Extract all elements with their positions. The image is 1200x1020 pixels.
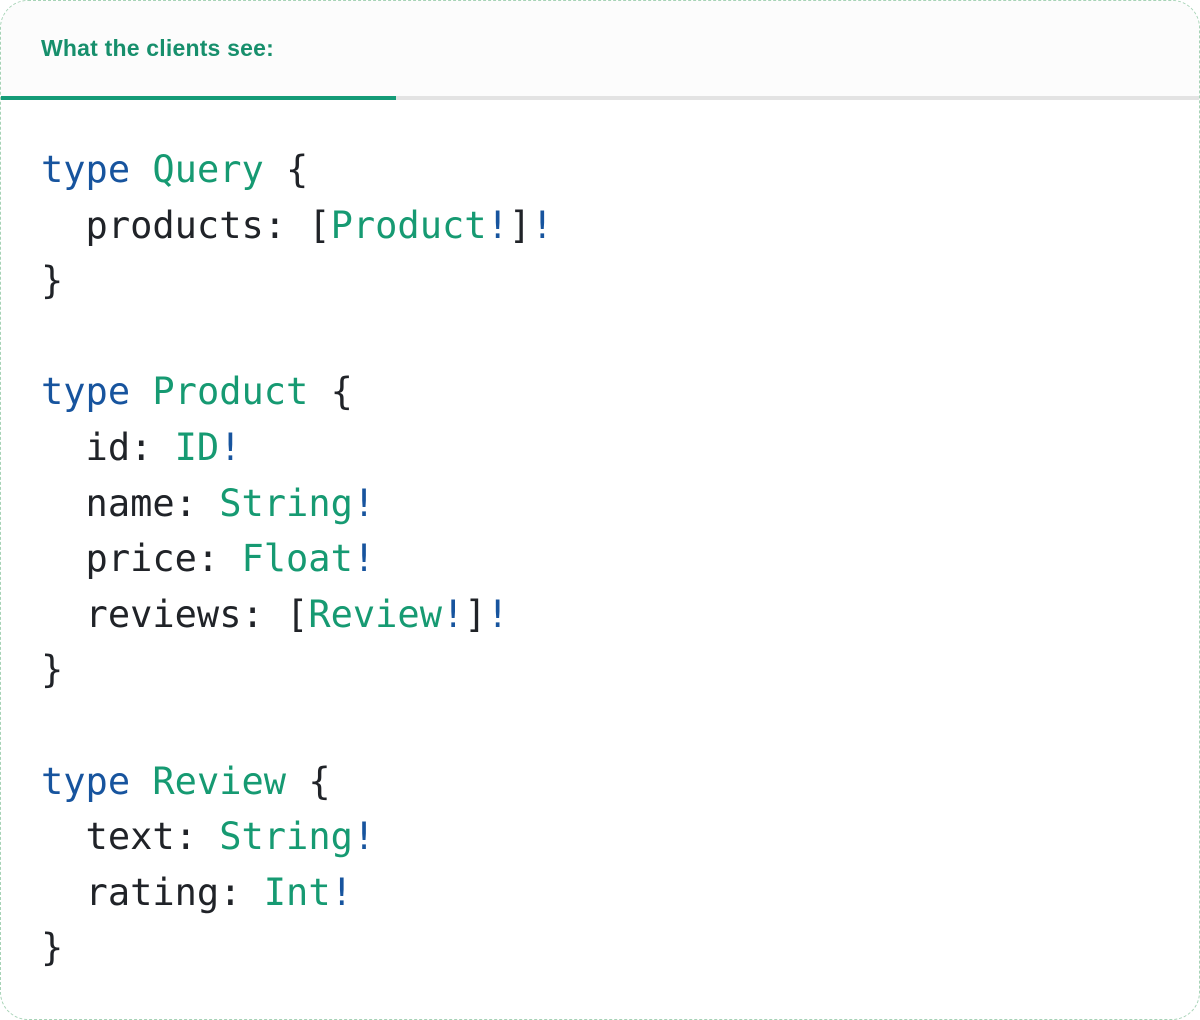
code-line: products: [Product!]!: [41, 198, 1159, 254]
code-token-type: String: [219, 815, 353, 859]
code-token-type: Query: [152, 148, 264, 191]
code-token-bang: !: [330, 870, 353, 914]
tab-underline-active: [1, 96, 396, 100]
code-token-plain: id:: [41, 425, 175, 469]
code-token-keyword: type: [41, 370, 131, 414]
code-token-plain: ]: [508, 203, 532, 247]
code-line-blank: [41, 698, 1159, 754]
code-token-plain: name:: [41, 481, 220, 525]
code-token-bang: !: [219, 425, 242, 469]
code-line: text: String!: [41, 809, 1159, 865]
code-token-bang: !: [486, 592, 509, 636]
code-token-type: String: [219, 481, 353, 525]
code-line: type Query {: [41, 142, 1159, 198]
tab-label: What the clients see:: [41, 35, 274, 61]
code-token-plain: }: [41, 926, 64, 970]
code-token-type: Review: [308, 592, 442, 636]
code-token-plain: [130, 148, 152, 191]
code-line: price: Float!: [41, 531, 1159, 587]
code-line: }: [41, 642, 1159, 698]
code-line: id: ID!: [41, 420, 1159, 476]
code-line: }: [41, 920, 1159, 976]
code-token-plain: [130, 370, 152, 413]
code-line: name: String!: [41, 476, 1159, 532]
code-token-bang: !: [531, 203, 554, 247]
code-token-bang: !: [352, 537, 376, 581]
tab-underline: [1, 96, 1199, 100]
code-token-bang: !: [352, 481, 376, 525]
code-token-keyword: type: [41, 759, 131, 803]
code-token-plain: price:: [41, 537, 242, 581]
code-token-plain: reviews: [: [41, 592, 309, 636]
code-line: type Product {: [41, 364, 1159, 420]
code-token-plain: {: [263, 148, 309, 191]
code-token-bang: !: [352, 815, 376, 859]
code-token-type: Product: [152, 370, 309, 414]
code-token-keyword: type: [41, 148, 131, 191]
code-token-bang: !: [441, 592, 465, 636]
code-token-plain: {: [286, 759, 331, 803]
code-line: type Review {: [41, 754, 1159, 810]
code-block: type Query { products: [Product!]!}type …: [1, 100, 1199, 976]
code-token-type: Int: [263, 870, 331, 914]
code-token-plain: ]: [464, 592, 487, 636]
code-token-plain: rating:: [41, 870, 264, 914]
code-token-type: Float: [241, 537, 353, 581]
code-token-plain: [130, 760, 152, 803]
code-token-type: Review: [152, 759, 287, 803]
code-token-type: ID: [174, 425, 220, 469]
code-token-bang: !: [486, 203, 509, 247]
code-line: reviews: [Review!]!: [41, 587, 1159, 643]
code-line-blank: [41, 309, 1159, 365]
code-line: rating: Int!: [41, 865, 1159, 921]
code-token-plain: products: [: [41, 203, 331, 247]
code-token-plain: {: [308, 370, 353, 414]
code-token-type: Product: [330, 203, 487, 247]
code-line: }: [41, 253, 1159, 309]
code-token-plain: }: [41, 259, 64, 303]
code-token-plain: }: [41, 648, 64, 692]
tab-strip: What the clients see:: [1, 1, 1199, 96]
tab-what-clients-see[interactable]: What the clients see:: [1, 1, 396, 96]
code-token-plain: text:: [41, 815, 220, 859]
